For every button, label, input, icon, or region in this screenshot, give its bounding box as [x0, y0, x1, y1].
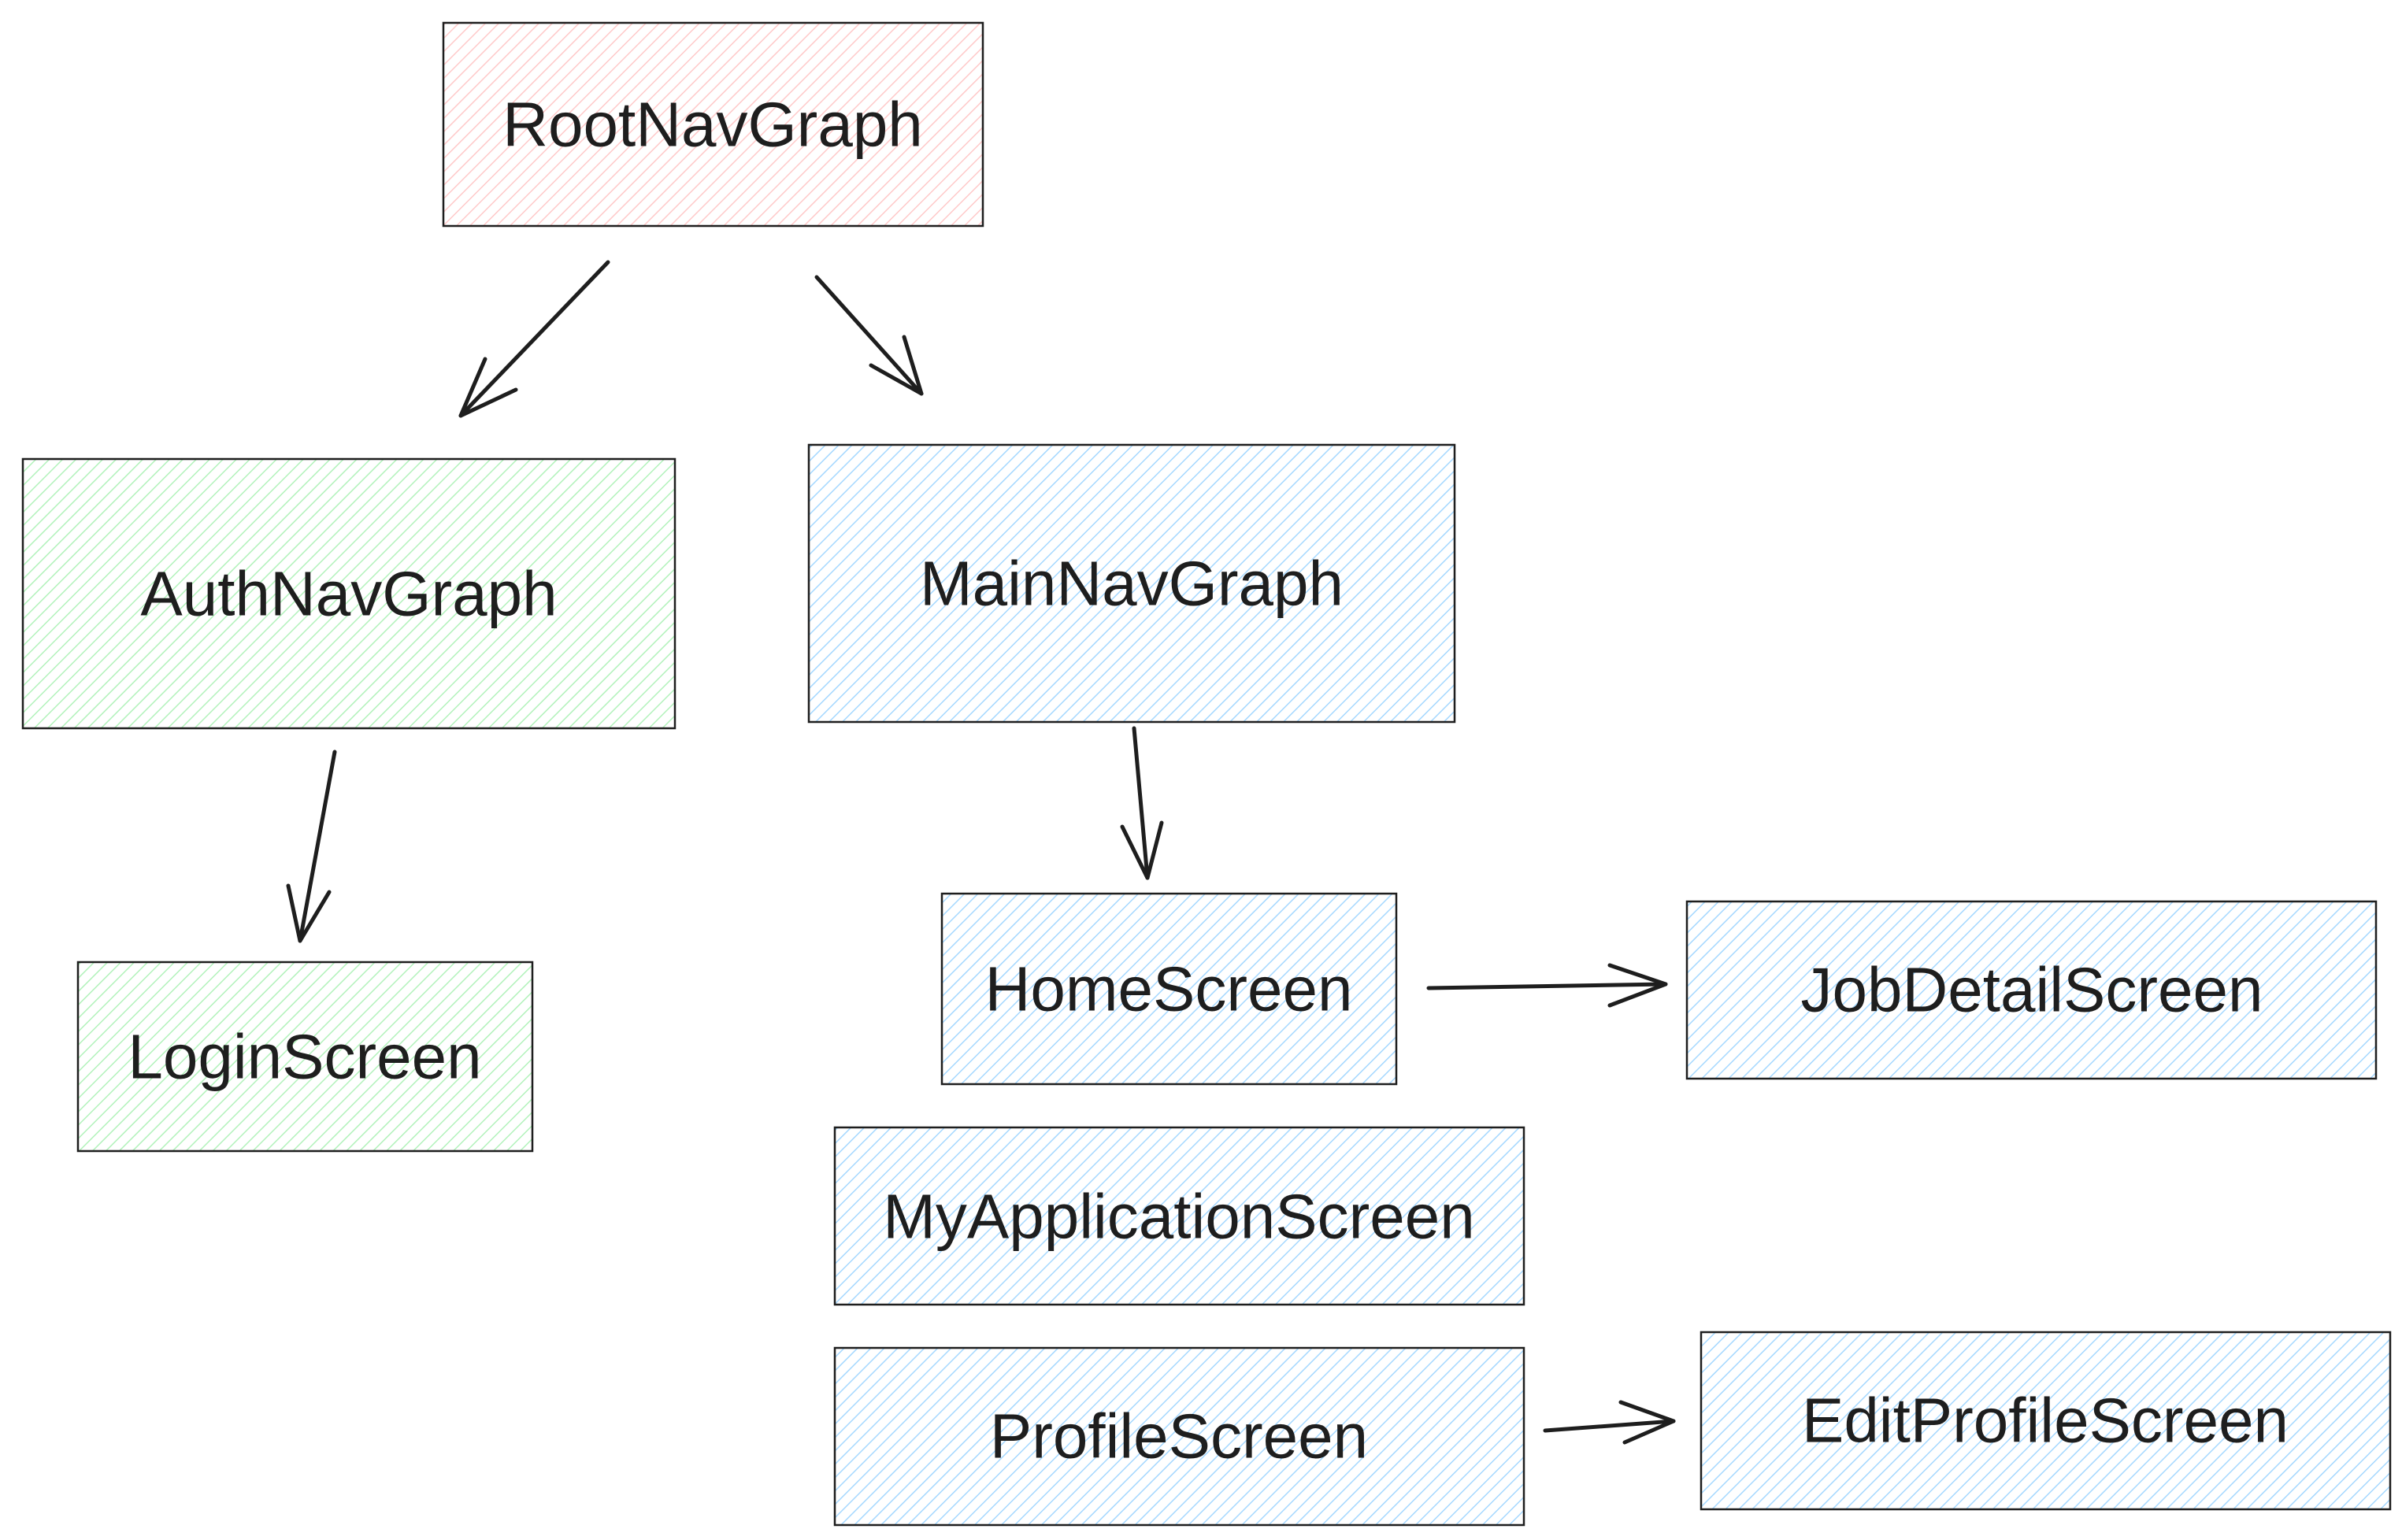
node-label-myapplication: MyApplicationScreen: [883, 1182, 1474, 1252]
node-label-jobdetail: JobDetailScreen: [1801, 955, 2263, 1025]
node-label-auth: AuthNavGraph: [140, 559, 557, 629]
node-label-login: LoginScreen: [128, 1022, 481, 1092]
node-auth-nav-graph: AuthNavGraph: [21, 457, 676, 730]
edge-profile-to-editprofile: [1543, 1400, 1676, 1445]
node-main-nav-graph: MainNavGraph: [807, 443, 1456, 724]
node-login-screen: LoginScreen: [76, 961, 534, 1153]
node-root-nav-graph: RootNavGraph: [442, 21, 984, 228]
node-home-screen: HomeScreen: [940, 892, 1398, 1086]
node-label-home: HomeScreen: [985, 954, 1353, 1024]
node-label-profile: ProfileScreen: [990, 1401, 1368, 1472]
node-label-root: RootNavGraph: [502, 90, 923, 160]
node-edit-profile-screen: EditProfileScreen: [1700, 1331, 2392, 1511]
node-job-detail-screen: JobDetailScreen: [1685, 900, 2378, 1080]
edge-root-to-auth: [458, 260, 610, 418]
edge-auth-to-login: [286, 750, 337, 943]
node-label-main: MainNavGraph: [920, 549, 1344, 619]
edge-home-to-jobdetail: [1426, 963, 1668, 1008]
node-label-editprofile: EditProfileScreen: [1802, 1386, 2289, 1456]
node-profile-screen: ProfileScreen: [833, 1346, 1525, 1527]
node-my-application-screen: MyApplicationScreen: [833, 1126, 1525, 1306]
edge-main-to-home: [1120, 726, 1164, 880]
edge-root-to-main: [814, 275, 924, 396]
